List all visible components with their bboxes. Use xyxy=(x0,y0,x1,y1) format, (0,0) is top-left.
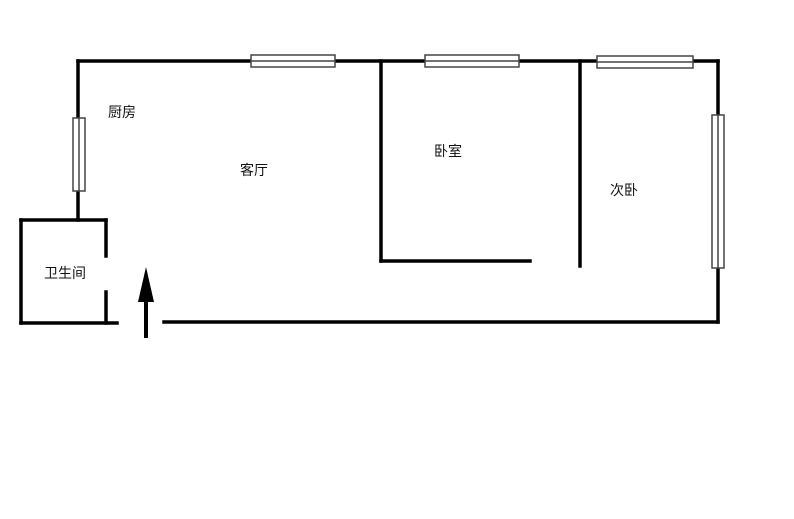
window-kitchen-left xyxy=(72,117,86,192)
window-living-top xyxy=(250,54,336,68)
window-second-bedroom-right xyxy=(711,114,725,269)
room-label-second-bedroom: 次卧 xyxy=(610,183,638,199)
window-bedroom-top xyxy=(424,54,520,68)
room-label-master-bedroom: 卧室 xyxy=(434,144,462,160)
room-label-living-room: 客厅 xyxy=(240,163,268,179)
room-label-kitchen: 厨房 xyxy=(108,105,136,121)
windows xyxy=(72,54,725,269)
window-second-bedroom-top xyxy=(596,55,694,69)
room-label-bathroom: 卫生间 xyxy=(44,266,86,282)
entrance-arrow-icon xyxy=(138,267,154,338)
